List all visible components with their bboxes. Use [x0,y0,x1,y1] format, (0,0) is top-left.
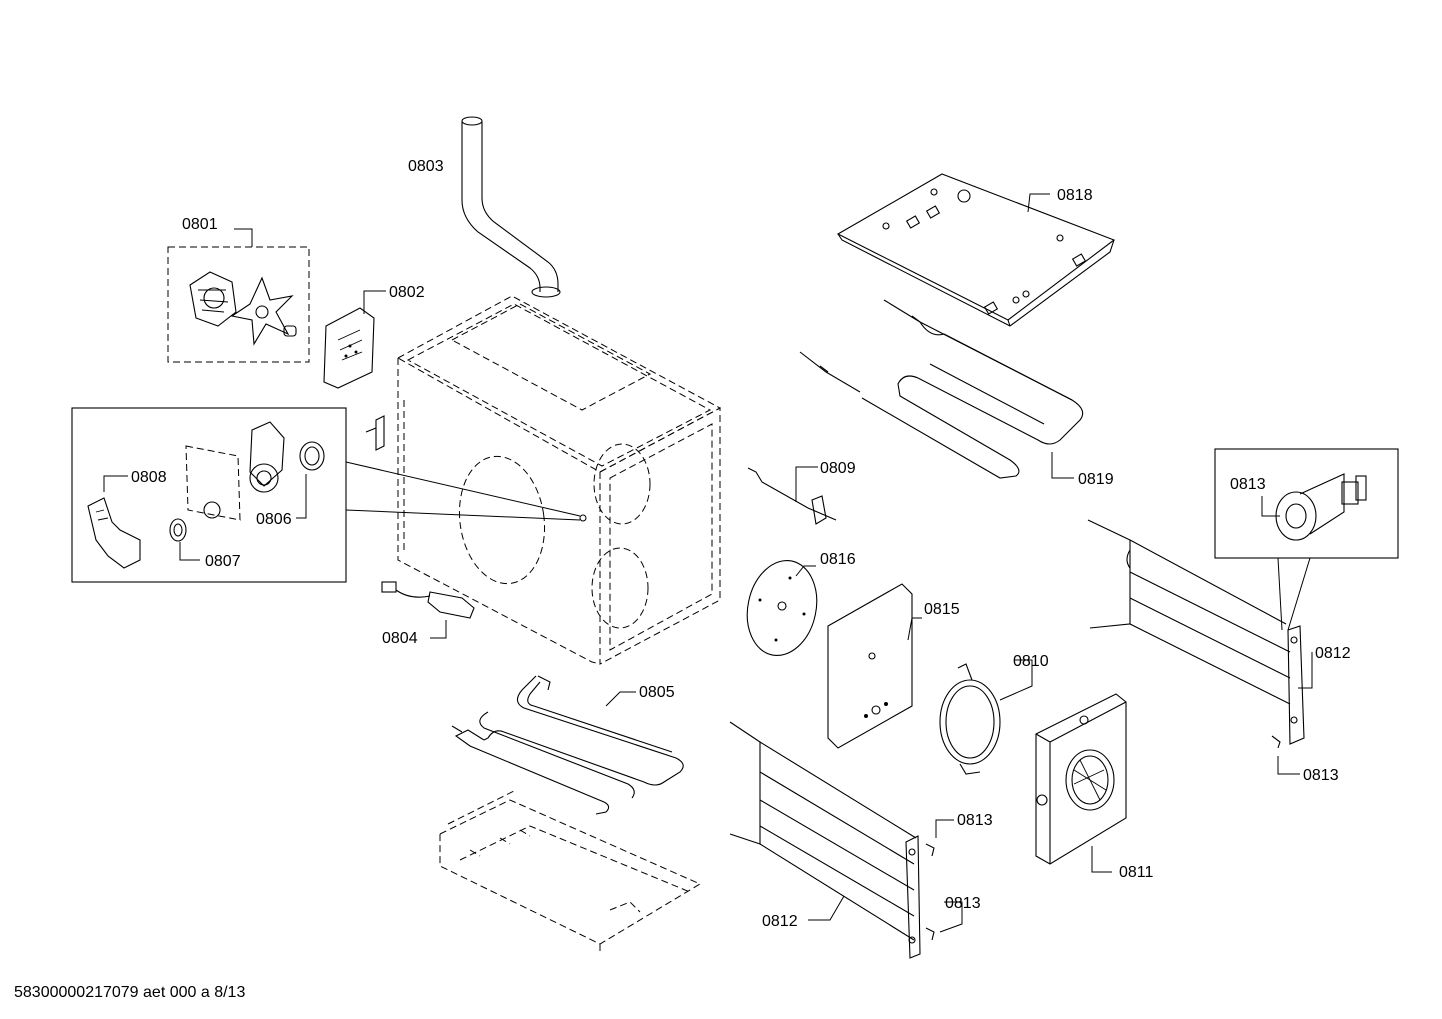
part-0805-bottom-heater [451,675,684,815]
part-0804-sensor [381,581,475,639]
part-0818-top-plate [836,173,1116,327]
inset-lamp-assembly [71,407,581,583]
part-labels: 0801 0802 0803 0804 0805 0806 0807 0808 … [131,158,1351,930]
part-0816-round-cover [746,559,818,657]
part-0812-bottom-shelf-rack [729,721,963,959]
label-0805: 0805 [639,684,675,701]
document-id: 58300000217079 aet 000 a 8/13 [14,984,245,1001]
bottom-tray [439,789,702,952]
label-0811: 0811 [1119,864,1154,881]
part-0812-right-shelf-rack [1087,519,1313,775]
label-0819: 0819 [1078,471,1114,488]
label-0813-mid-top: 0813 [957,812,993,829]
label-0813-right: 0813 [1303,767,1339,784]
part-0809-temperature-probe [747,466,837,525]
label-0812-right: 0812 [1315,645,1351,662]
label-0813-mid-bottom: 0813 [945,895,981,912]
label-0806: 0806 [256,511,292,528]
label-0818: 0818 [1057,187,1093,204]
part-0803-exhaust-tube [461,116,561,298]
label-0813-inset: 0813 [1230,476,1266,493]
label-0803: 0803 [408,158,444,175]
label-0810: 0810 [1013,653,1049,670]
label-0802: 0802 [389,284,425,301]
label-0815: 0815 [924,601,960,618]
part-0819-top-heater [799,299,1084,479]
inset-0813-screw-detail [1214,448,1399,631]
label-0812-bottom: 0812 [762,913,798,930]
label-0801: 0801 [182,216,218,233]
label-0809: 0809 [820,460,856,477]
part-0815-back-panel [827,583,922,749]
label-0816: 0816 [820,551,856,568]
label-0807: 0807 [205,553,241,570]
label-0808: 0808 [131,469,167,486]
part-0811-fan-cover [1035,693,1127,873]
oven-cavity [365,295,722,665]
label-0804: 0804 [382,630,418,647]
part-0810-ring-heater [939,659,1033,775]
part-0801-fan-motor-assembly [167,228,310,363]
part-0802-cover-plate [323,290,386,389]
